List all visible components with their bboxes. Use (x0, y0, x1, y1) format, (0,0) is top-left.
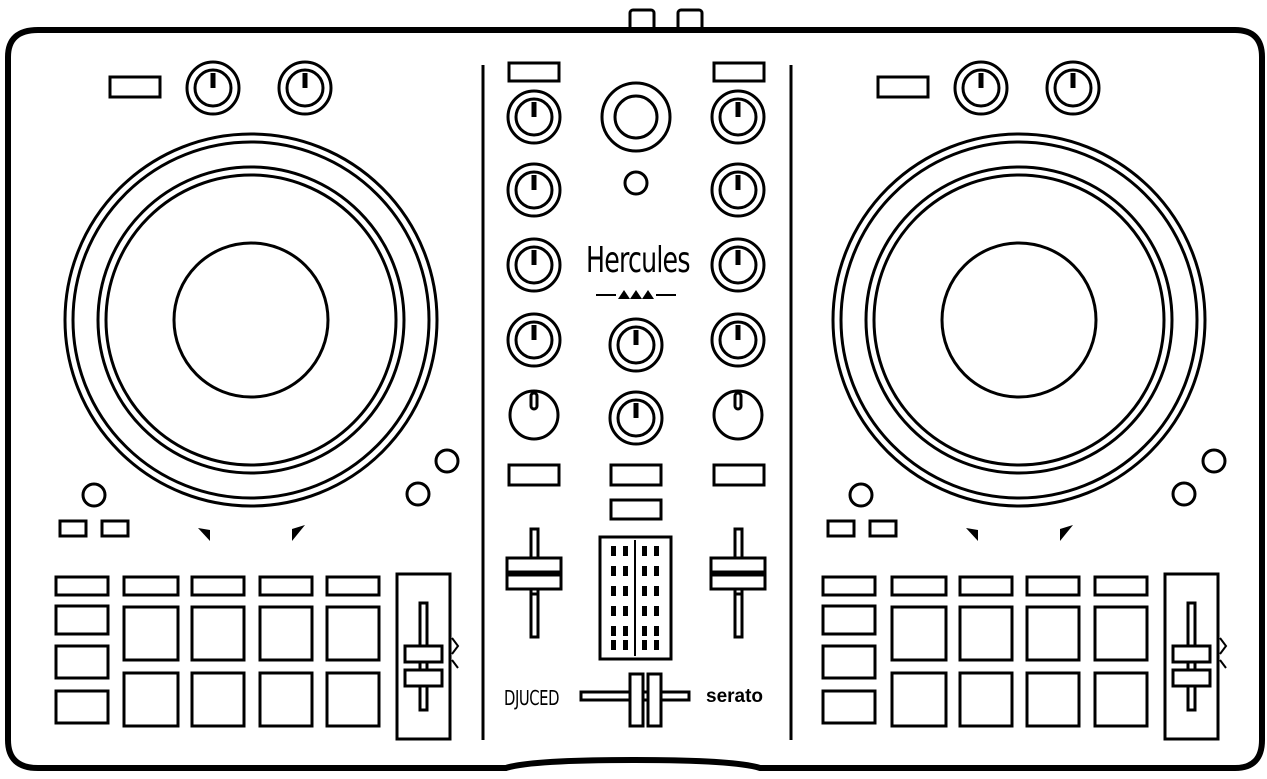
jog-wheel-icon (172, 241, 330, 399)
pitch-bend-plus-icon[interactable] (292, 525, 305, 541)
djuced-logo-text: DJUCED (504, 686, 560, 710)
deck-left-jog-wheel[interactable] (63, 132, 439, 508)
performance-pad[interactable] (890, 605, 948, 662)
vu-meter-icon (598, 535, 673, 661)
mixer-load-button-left[interactable] (507, 61, 561, 83)
deck-left (54, 60, 460, 741)
mixer-volume-fader-left[interactable] (505, 527, 563, 639)
mixer-left-knob-1[interactable] (506, 89, 562, 145)
deck-right-knob-2[interactable] (1045, 60, 1101, 116)
deck-right-top-button[interactable] (876, 75, 930, 99)
pitch-center-indicator-icon (451, 637, 460, 669)
mixer-headphone-cue-right[interactable] (712, 463, 766, 487)
deck-right-mode-button-2[interactable] (890, 575, 948, 597)
mixer-left-knob-3[interactable] (506, 237, 562, 293)
mixer-right-filter-knob[interactable] (712, 389, 764, 441)
performance-pad[interactable] (190, 605, 246, 662)
performance-pad[interactable] (325, 671, 381, 728)
deck-left-transport-button-3[interactable] (54, 689, 110, 725)
controller-body (5, 27, 1265, 771)
mixer-left-knob-2[interactable] (506, 162, 562, 218)
mixer-center-knob-2[interactable] (608, 390, 664, 446)
performance-pad[interactable] (958, 605, 1014, 662)
deck-left-loop-in-button[interactable] (58, 519, 88, 538)
performance-pad[interactable] (1093, 671, 1149, 728)
mixer-center-small-button[interactable] (623, 170, 649, 196)
mixer-assistant-button[interactable] (609, 498, 663, 521)
deck-left-mode-button-5[interactable] (325, 575, 381, 597)
deck-left-cue-button[interactable] (54, 604, 110, 636)
deck-right-mode-button-1[interactable] (821, 575, 877, 597)
deck-left-mode-button-1[interactable] (54, 575, 110, 597)
deck-right (821, 60, 1228, 741)
performance-pad[interactable] (258, 671, 314, 728)
pitch-center-indicator-icon (1219, 637, 1228, 669)
deck-right-pitch-fader[interactable] (1163, 572, 1228, 741)
deck-right-shift-button[interactable] (848, 482, 874, 508)
deck-left-vinyl-button[interactable] (434, 448, 460, 474)
performance-pad[interactable] (958, 671, 1014, 728)
mixer-load-button-right[interactable] (712, 61, 766, 83)
performance-pad[interactable] (122, 671, 180, 728)
jog-wheel-icon (940, 241, 1098, 399)
deck-right-cue-button[interactable] (821, 604, 877, 636)
mixer-section (505, 61, 767, 728)
deck-right-transport-button-3[interactable] (821, 689, 877, 725)
performance-pad[interactable] (190, 671, 246, 728)
mixer-right-knob-4[interactable] (710, 312, 766, 368)
performance-pad[interactable] (890, 671, 948, 728)
deck-left-shift-button[interactable] (81, 482, 107, 508)
deck-right-mode-button-5[interactable] (1093, 575, 1149, 597)
deck-left-knob-1[interactable] (185, 60, 241, 116)
deck-left-play-button[interactable] (54, 644, 110, 680)
mixer-center-knob-1[interactable] (608, 317, 664, 373)
deck-right-mode-button-3[interactable] (958, 575, 1014, 597)
mixer-volume-fader-right[interactable] (709, 527, 767, 639)
serato-logo-text: serato (706, 686, 764, 707)
deck-left-mode-button-4[interactable] (258, 575, 314, 597)
mixer-master-cue-button[interactable] (609, 463, 663, 487)
deck-left-sync-button[interactable] (405, 481, 431, 507)
fader-icon (733, 592, 744, 639)
mixer-headphone-cue-left[interactable] (507, 463, 561, 487)
deck-left-loop-out-button[interactable] (100, 519, 130, 538)
performance-pad[interactable] (122, 605, 180, 662)
deck-left-mode-button-3[interactable] (190, 575, 246, 597)
brand-logo-text: Hercules (586, 240, 690, 281)
browse-encoder-icon (613, 94, 659, 140)
vu-meter (598, 535, 673, 661)
deck-right-loop-out-button[interactable] (868, 519, 898, 538)
deck-right-loop-in-button[interactable] (826, 519, 856, 538)
pitch-bend-plus-icon[interactable] (1060, 525, 1073, 541)
mixer-right-knob-1[interactable] (710, 89, 766, 145)
fader-icon (529, 592, 540, 639)
performance-pad[interactable] (325, 605, 381, 662)
pitch-bend-minus-icon[interactable] (966, 528, 978, 541)
mixer-right-knob-3[interactable] (710, 237, 766, 293)
deck-right-knob-1[interactable] (953, 60, 1009, 116)
browse-encoder[interactable] (600, 81, 672, 153)
mixer-right-knob-2[interactable] (710, 162, 766, 218)
pitch-bend-minus-icon[interactable] (198, 528, 210, 541)
deck-right-sync-button[interactable] (1171, 481, 1197, 507)
deck-left-performance-pads (122, 605, 381, 728)
performance-pad[interactable] (1093, 605, 1149, 662)
mixer-left-filter-knob[interactable] (508, 389, 560, 441)
deck-right-play-button[interactable] (821, 644, 877, 680)
performance-pad[interactable] (258, 605, 314, 662)
deck-left-pitch-fader[interactable] (395, 572, 460, 741)
mixer-left-knob-4[interactable] (506, 312, 562, 368)
deck-right-performance-pads (890, 605, 1149, 728)
brand-logo-mark (596, 290, 676, 299)
deck-right-mode-button-4[interactable] (1025, 575, 1081, 597)
performance-pad[interactable] (1025, 605, 1081, 662)
deck-left-top-button[interactable] (108, 75, 162, 99)
crossfader[interactable] (579, 672, 691, 728)
deck-right-jog-wheel[interactable] (831, 132, 1207, 508)
deck-left-knob-2[interactable] (277, 60, 333, 116)
performance-pad[interactable] (1025, 671, 1081, 728)
deck-right-vinyl-button[interactable] (1201, 448, 1227, 474)
deck-left-mode-button-2[interactable] (122, 575, 180, 597)
